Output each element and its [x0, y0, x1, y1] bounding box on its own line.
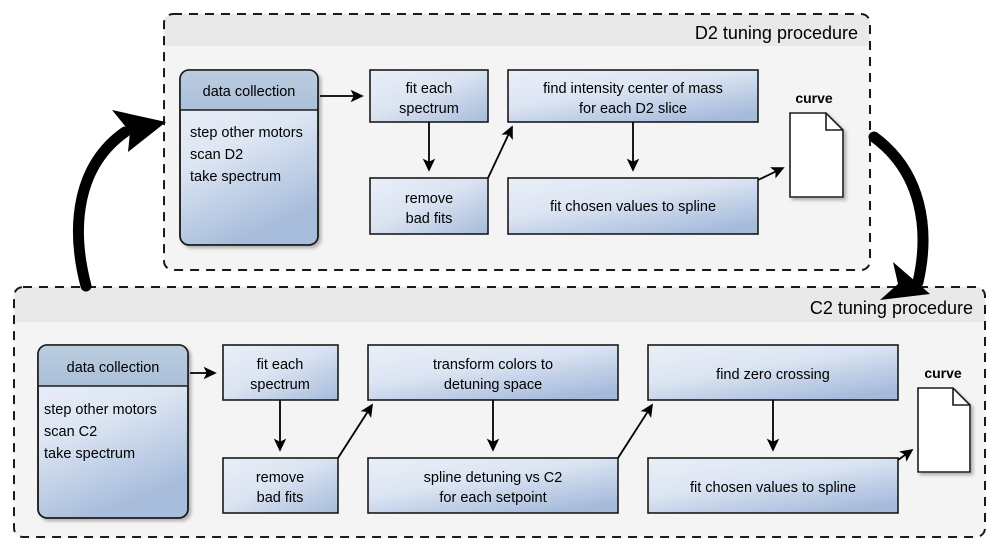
d2-arrow-fitchosen-to-curve — [757, 167, 785, 181]
c2-spline-detuning-line-2: for each setpoint — [439, 490, 546, 506]
c2-step-remove-bad-fits[interactable]: remove bad fits — [222, 457, 339, 514]
loop-arrow-d2-to-c2 — [868, 131, 930, 300]
d2-arrow-remove-to-find — [487, 125, 513, 179]
c2-arrow-fitchosen-to-curve — [897, 448, 914, 462]
c2-fit-chosen-values-label: fit chosen values to spline — [690, 480, 856, 496]
panel-c2-title: C2 tuning procedure — [810, 298, 973, 318]
c2-curve-document-icon — [917, 387, 971, 473]
d2-data-collection-header: data collection — [203, 84, 296, 100]
c2-spline-detuning-line-1: spline detuning vs C2 — [424, 470, 563, 486]
c2-transform-colors-line-1: transform colors to — [433, 357, 553, 373]
d2-curve-label: curve — [795, 90, 833, 106]
c2-remove-bad-fits-line-2: bad fits — [257, 490, 304, 506]
d2-output-curve[interactable]: curve — [789, 90, 844, 198]
d2-fit-each-spectrum-line-2: spectrum — [399, 101, 459, 117]
loop-arrow-c2-to-d2 — [73, 110, 166, 292]
c2-fit-each-spectrum-line-2: spectrum — [250, 377, 310, 393]
d2-data-collection-line-3: take spectrum — [190, 169, 281, 185]
c2-remove-bad-fits-line-1: remove — [256, 470, 304, 486]
d2-step-fit-chosen-values-to-spline[interactable]: fit chosen values to spline — [507, 177, 759, 235]
c2-data-collection-line-1: step other motors — [44, 402, 157, 418]
c2-data-collection-line-3: take spectrum — [44, 446, 135, 462]
d2-data-collection-line-2: scan D2 — [190, 147, 243, 163]
panel-d2-border — [163, 13, 871, 271]
c2-data-collection-header-fill — [38, 345, 188, 386]
d2-find-intensity-com-line-1: find intensity center of mass — [543, 81, 723, 97]
d2-data-collection-header-fill — [180, 70, 318, 110]
d2-data-collection-line-1: step other motors — [190, 125, 303, 141]
d2-remove-bad-fits-line-1: remove — [405, 191, 453, 207]
c2-step-fit-each-spectrum[interactable]: fit each spectrum — [222, 344, 339, 401]
d2-step-find-intensity-center-of-mass[interactable]: find intensity center of mass for each D… — [507, 69, 759, 123]
d2-curve-document-icon — [789, 112, 844, 198]
panel-c2-border — [13, 286, 986, 538]
c2-step-transform-colors[interactable]: transform colors to detuning space — [367, 344, 619, 401]
d2-data-collection-box[interactable]: data collection step other motors scan D… — [179, 69, 319, 246]
d2-fit-chosen-values-label: fit chosen values to spline — [550, 199, 716, 215]
d2-remove-bad-fits-line-2: bad fits — [406, 211, 453, 227]
c2-step-fit-chosen-values-to-spline[interactable]: fit chosen values to spline — [647, 457, 899, 514]
panel-d2-tuning-procedure: D2 tuning procedure data collection step… — [163, 13, 871, 271]
c2-arrow-spline-to-zerocross — [617, 403, 653, 459]
c2-output-curve[interactable]: curve — [917, 365, 971, 473]
panel-c2-tuning-procedure: C2 tuning procedure data collection step… — [13, 286, 986, 538]
c2-fit-each-spectrum-line-1: fit each — [257, 357, 304, 373]
c2-data-collection-line-2: scan C2 — [44, 424, 97, 440]
d2-step-remove-bad-fits[interactable]: remove bad fits — [369, 177, 489, 235]
c2-step-spline-detuning[interactable]: spline detuning vs C2 for each setpoint — [367, 457, 619, 514]
c2-find-zero-crossing-label: find zero crossing — [716, 367, 830, 383]
panel-c2-title-band — [14, 287, 985, 322]
d2-find-intensity-com-line-2: for each D2 slice — [579, 101, 687, 117]
d2-step-fit-each-spectrum[interactable]: fit each spectrum — [369, 69, 489, 123]
c2-step-find-zero-crossing[interactable]: find zero crossing — [647, 344, 899, 401]
c2-data-collection-header: data collection — [67, 360, 160, 376]
c2-arrow-remove-to-transform — [337, 403, 373, 459]
c2-transform-colors-line-2: detuning space — [444, 377, 542, 393]
c2-data-collection-box[interactable]: data collection step other motors scan C… — [37, 344, 189, 519]
c2-curve-label: curve — [924, 365, 962, 381]
d2-fit-each-spectrum-line-1: fit each — [406, 81, 453, 97]
panel-d2-title: D2 tuning procedure — [695, 23, 858, 43]
panel-d2-title-band — [164, 14, 870, 46]
